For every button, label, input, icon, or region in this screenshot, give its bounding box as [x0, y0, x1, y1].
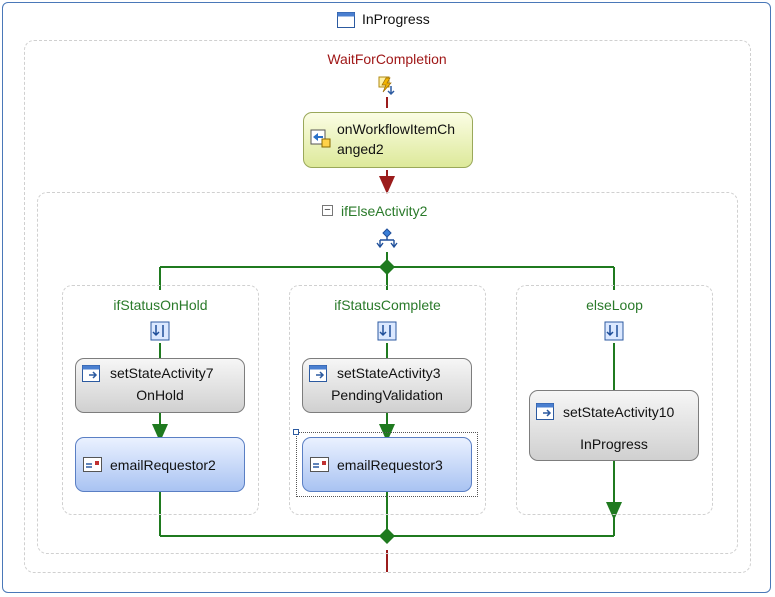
email-icon: [83, 457, 102, 472]
email-activity-name-2: emailRequestor3: [337, 457, 443, 473]
handler-name-line2: anged2: [337, 141, 384, 157]
set-state-target-3: InProgress: [580, 436, 648, 452]
branch-container-1: [62, 285, 259, 515]
state-title[interactable]: InProgress: [362, 11, 430, 27]
branch-title-3[interactable]: elseLoop: [586, 297, 643, 313]
set-state-activity-3[interactable]: setStateActivity10 InProgress: [529, 390, 699, 461]
set-state-name-1: setStateActivity7: [110, 365, 214, 381]
if-else-container: [37, 192, 738, 554]
set-state-activity-1[interactable]: setStateActivity7 OnHold: [75, 358, 245, 413]
email-icon: [310, 457, 329, 472]
branch-title-1[interactable]: ifStatusOnHold: [113, 297, 208, 313]
branch-container-3: [516, 285, 713, 515]
collapse-toggle[interactable]: −: [322, 205, 333, 216]
state-icon: [337, 12, 355, 28]
selection-handle[interactable]: [293, 429, 299, 435]
set-state-target-2: PendingValidation: [331, 387, 443, 403]
set-state-target-1: OnHold: [136, 387, 184, 403]
handle-external-event-activity[interactable]: onWorkflowItemCh anged2: [303, 112, 473, 168]
if-else-title[interactable]: ifElseActivity2: [341, 203, 428, 219]
branch-diamond-bottom: [379, 528, 395, 544]
email-activity-1[interactable]: emailRequestor2: [75, 437, 245, 492]
email-activity-2[interactable]: emailRequestor3: [302, 437, 472, 492]
event-driven-icon: [378, 76, 395, 96]
set-state-name-3: setStateActivity10: [563, 404, 675, 420]
event-handler-icon: [310, 129, 331, 148]
set-state-activity-2[interactable]: setStateActivity3 PendingValidation: [302, 358, 472, 413]
handler-name-line1: onWorkflowItemCh: [337, 121, 456, 137]
set-state-icon: [82, 365, 100, 382]
set-state-icon: [536, 403, 554, 420]
set-state-icon: [309, 365, 327, 382]
branch-icon-3: [604, 321, 624, 341]
branch-container-2: [289, 285, 486, 515]
branch-title-2[interactable]: ifStatusComplete: [334, 297, 441, 313]
branch-icon-2: [377, 321, 397, 341]
event-driven-title[interactable]: WaitForCompletion: [327, 51, 447, 67]
event-driven-container: [24, 40, 751, 573]
if-else-icon: [376, 228, 398, 249]
selection-outline: [296, 432, 478, 497]
branch-diamond-top: [379, 259, 395, 275]
email-activity-name-1: emailRequestor2: [110, 457, 216, 473]
set-state-name-2: setStateActivity3: [337, 365, 441, 381]
branch-icon-1: [150, 321, 170, 341]
